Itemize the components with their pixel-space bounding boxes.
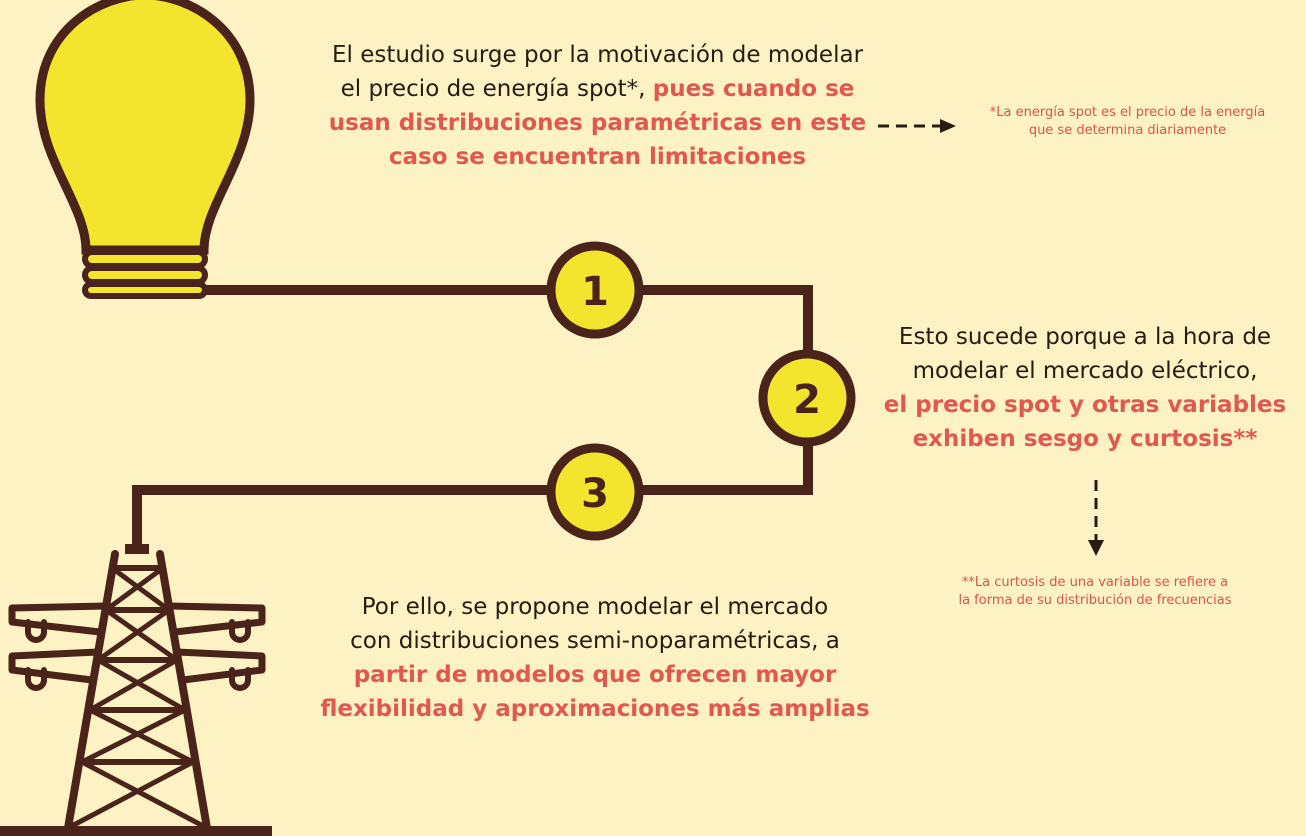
step-2-text: Esto sucede porque a la hora de modelar … xyxy=(870,320,1300,456)
step-3-line-2: con distribuciones semi-noparamétricas, … xyxy=(350,628,840,654)
step-2-highlight-1: el precio spot y otras variables xyxy=(883,392,1287,418)
step-3-text: Por ello, se propone modelar el mercado … xyxy=(300,590,890,726)
step-2-number: 2 xyxy=(793,377,821,423)
step-3-marker: 3 xyxy=(546,443,644,541)
step-2-marker: 2 xyxy=(758,349,856,447)
step-1-line-1: El estudio surge por la motivación de mo… xyxy=(331,42,864,68)
footnote-2: **La curtosis de una variable se refiere… xyxy=(915,574,1275,610)
step-1-highlight-1: pues cuando se xyxy=(652,76,855,102)
footnote-2-arrow xyxy=(1088,480,1104,556)
footnote-2-line-2: la forma de su distribución de frecuenci… xyxy=(958,593,1232,608)
step-2-highlight-2: exhiben sesgo y curtosis** xyxy=(912,426,1258,452)
step-1-text: El estudio surge por la motivación de mo… xyxy=(290,38,905,174)
step-2-line-1: Esto sucede porque a la hora de xyxy=(898,324,1272,350)
step-3-number: 3 xyxy=(581,471,609,517)
step-1-line-2: el precio de energía spot*, xyxy=(340,76,653,102)
footnote-1-arrow xyxy=(878,119,956,133)
step-1-highlight-3: caso se encuentran limitaciones xyxy=(388,144,807,170)
step-3-highlight-1: partir de modelos que ofrecen mayor xyxy=(353,662,837,688)
step-2-line-2: modelar el mercado eléctrico, xyxy=(912,358,1258,384)
footnote-2-line-1: **La curtosis de una variable se refiere… xyxy=(961,575,1229,590)
power-tower-icon xyxy=(0,544,272,836)
step-1-number: 1 xyxy=(581,269,609,315)
connector-path xyxy=(92,285,813,548)
footnote-1-line-2: que se determina diariamente xyxy=(1028,123,1227,138)
step-1-marker: 1 xyxy=(546,241,644,339)
footnote-1-line-1: *La energía spot es el precio de la ener… xyxy=(989,105,1266,120)
step-3-highlight-2: flexibilidad y aproximaciones más amplia… xyxy=(320,696,870,722)
step-3-line-1: Por ello, se propone modelar el mercado xyxy=(361,594,829,620)
step-1-highlight-2: usan distribuciones paramétricas en este xyxy=(328,110,867,136)
footnote-1: *La energía spot es el precio de la ener… xyxy=(955,104,1300,140)
lightbulb-icon xyxy=(35,0,255,299)
